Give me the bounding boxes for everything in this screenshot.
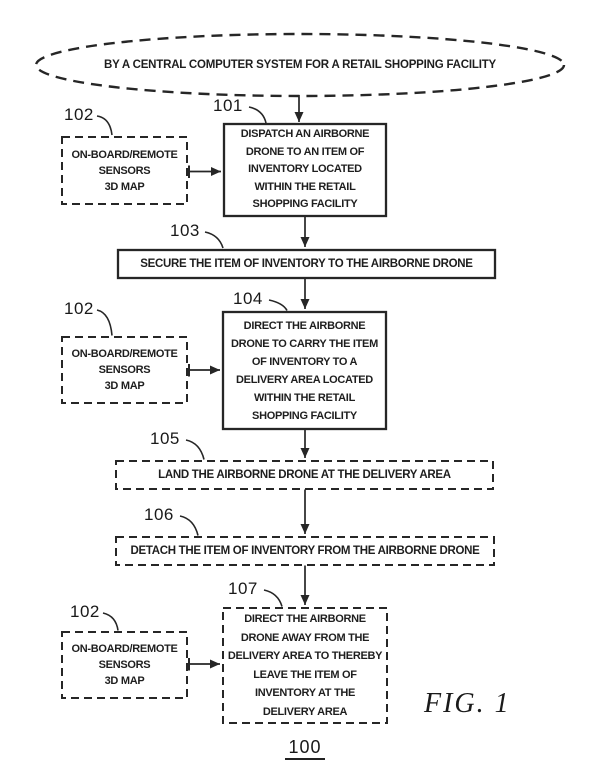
step-box-103-outline (116, 248, 497, 280)
sensor-box-102c-label: ON-BOARD/REMOTE SENSORS 3D MAP (71, 643, 178, 687)
ref-leader-102a (96, 115, 113, 136)
ref-label-102b: 102 (64, 299, 94, 318)
sensor-box-102a-outline (61, 136, 188, 205)
step-box-103-label: SECURE THE ITEM OF INVENTORY TO THE AIRB… (140, 258, 473, 270)
step-box-105-label: LAND THE AIRBORNE DRONE AT THE DELIVERY … (158, 469, 451, 481)
step-box-106-outline (115, 536, 495, 566)
step-box-106-label: DETACH THE ITEM OF INVENTORY FROM THE AI… (130, 545, 480, 557)
sensor-box-102c-outline (61, 631, 188, 699)
sensor-box-102b-outline (61, 336, 188, 404)
figure-label: FIG. 1 (424, 688, 511, 719)
step-box-107-outline (222, 607, 388, 724)
ref-leader-101 (248, 106, 267, 124)
ref-label-106: 106 (144, 505, 174, 524)
header-ellipse-outline (34, 32, 566, 98)
ref-leader-104 (268, 299, 288, 311)
ref-label-107: 107 (228, 579, 258, 598)
ref-leader-105 (185, 439, 205, 460)
step-box-107-label: DIRECT THE AIRBORNE DRONE AWAY FROM THE … (227, 613, 383, 718)
ref-leader-102c (102, 612, 119, 631)
ref-leader-102b (96, 309, 113, 336)
diagram-number: 100 (270, 737, 340, 760)
ref-leader-107 (263, 589, 283, 607)
ref-label-103: 103 (170, 221, 200, 240)
diagram-number-text: 100 (285, 737, 325, 760)
step-box-101-label: DISPATCH AN AIRBORNE DRONE TO AN ITEM OF… (240, 128, 370, 211)
ref-leader-106 (179, 515, 199, 536)
header-ellipse-label: BY A CENTRAL COMPUTER SYSTEM FOR A RETAI… (103, 59, 496, 71)
ref-leader-103 (204, 231, 224, 249)
ref-label-102a: 102 (64, 105, 94, 124)
sensor-box-102b-label: ON-BOARD/REMOTE SENSORS 3D MAP (71, 348, 178, 392)
step-box-105-outline (115, 460, 494, 490)
ref-label-101: 101 (213, 96, 243, 115)
ref-label-104: 104 (233, 289, 263, 308)
step-box-104-label: DIRECT THE AIRBORNE DRONE TO CARRY THE I… (231, 319, 378, 422)
ref-label-105: 105 (150, 429, 180, 448)
ref-label-102c: 102 (70, 602, 100, 621)
sensor-box-102a-label: ON-BOARD/REMOTE SENSORS 3D MAP (71, 148, 178, 193)
